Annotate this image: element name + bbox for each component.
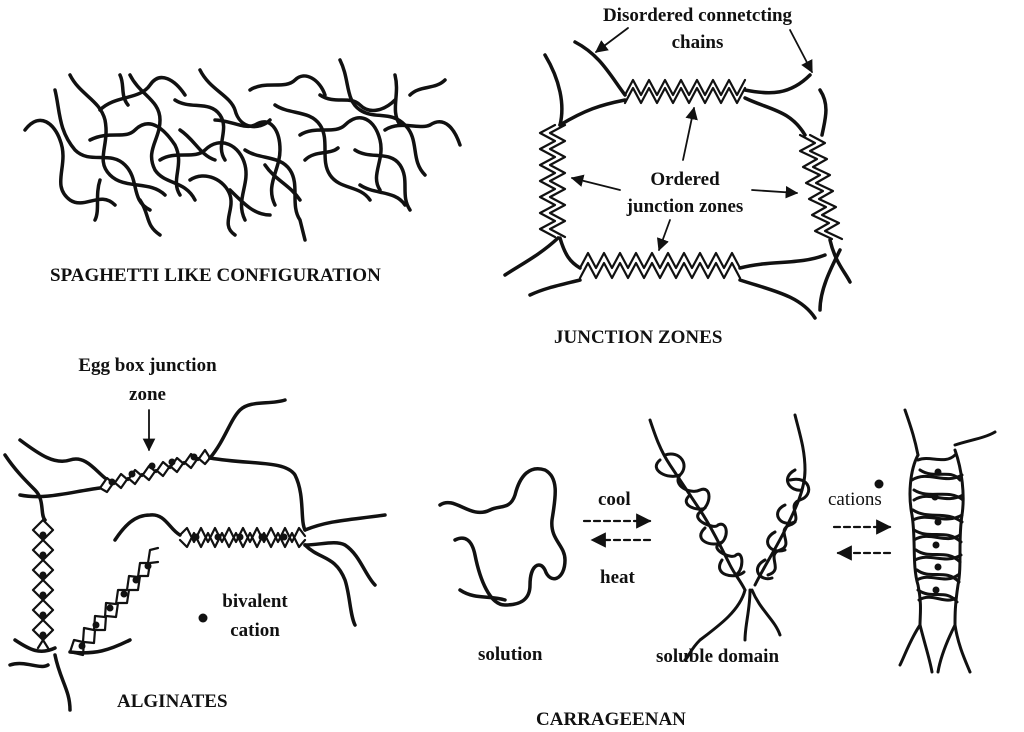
carrageenan-solution-coil [438, 467, 567, 607]
spaghetti-caption: SPAGHETTI LIKE CONFIGURATION [50, 265, 381, 286]
carrageenan-caption: CARRAGEENAN [536, 709, 686, 730]
cations-label: cations [828, 489, 882, 510]
bivalent-label-line1: bivalent [222, 591, 288, 612]
aggregate-cation-dots [874, 468, 942, 594]
heat-label: heat [600, 567, 635, 588]
cool-label: cool [598, 489, 631, 510]
alginates-caption: ALGINATES [117, 691, 228, 712]
carrageenan-aggregate [898, 408, 997, 674]
eggbox-label-line2: zone [129, 384, 166, 405]
eggbox-label-line1: Egg box junction [78, 355, 217, 376]
disordered-chains-label-line1: Disordered connetcting [602, 5, 793, 26]
alginate-chains [3, 398, 387, 712]
bivalent-label-line2: cation [230, 620, 280, 641]
ordered-zones-label-line1: Ordered [650, 169, 720, 190]
bivalent-cation-dots [39, 453, 288, 650]
ordered-zigzag-zones [538, 78, 844, 280]
spaghetti-tangle [23, 58, 462, 242]
solution-label: solution [478, 644, 543, 665]
carrageenan-helix-domain [648, 413, 811, 662]
equilibrium-arrows [582, 513, 892, 561]
disordered-chains-label-line2: chains [671, 32, 724, 53]
junction-network [503, 40, 852, 320]
eggbox-zones [31, 448, 307, 657]
ordered-zones-label-line2: junction zones [626, 196, 744, 217]
junction-arrows [570, 27, 813, 252]
soluble-domain-label: soluble domain [656, 646, 780, 667]
junction-zones-caption: JUNCTION ZONES [554, 327, 723, 348]
